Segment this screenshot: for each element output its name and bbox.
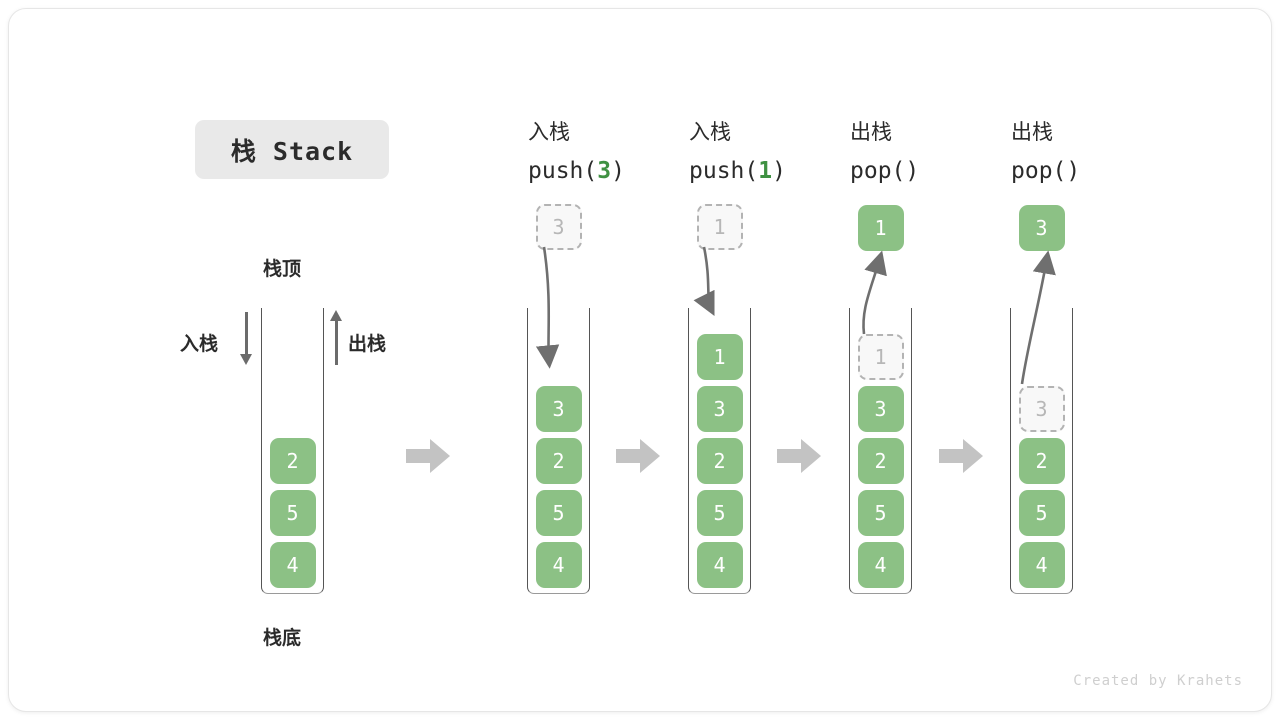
transition-arrows [535, 246, 1056, 385]
step-arrow-3 [775, 436, 823, 476]
stack-cell: 3 [857, 386, 904, 432]
stack-container-1 [527, 308, 590, 594]
cell-value: 2 [874, 449, 887, 473]
column-op-cn: 出栈 [1011, 121, 1053, 144]
column-op-cn: 入栈 [528, 121, 570, 144]
main-stack-cell: 2 [269, 438, 316, 484]
code-suffix: ) [905, 158, 920, 184]
cell-value: 4 [874, 553, 887, 577]
main-stack-container [261, 308, 324, 594]
cell-value: 5 [1035, 501, 1048, 525]
stack-cell: 5 [696, 490, 743, 536]
stack-cell: 4 [857, 542, 904, 588]
cell-value: 5 [552, 501, 565, 525]
code-prefix: pop( [1011, 158, 1067, 184]
cell-value: 1 [713, 345, 726, 369]
pop-arrow-shaft [335, 321, 338, 365]
stack-cell: 5 [535, 490, 582, 536]
code-argument: 1 [758, 158, 773, 184]
main-stack-cell: 5 [269, 490, 316, 536]
stack-cell: 1 [857, 334, 904, 380]
cell-value: 1 [874, 216, 887, 240]
cell-value: 4 [552, 553, 565, 577]
stack-container-3 [849, 308, 912, 594]
step-arrow-1 [404, 436, 452, 476]
stack-cell: 4 [535, 542, 582, 588]
push-arrow-shaft [245, 312, 248, 356]
column-op-code: push(3) [528, 152, 625, 190]
cell-value: 3 [713, 397, 726, 421]
stack-container-2 [688, 308, 751, 594]
stack-cell: 3 [1018, 386, 1065, 432]
stack-cell: 5 [857, 490, 904, 536]
credit-footer: Created by Krahets [1073, 673, 1243, 689]
cell-value: 1 [713, 215, 726, 239]
cell-value: 3 [552, 215, 565, 239]
stack-cell: 5 [1018, 490, 1065, 536]
step-arrow-2 [614, 436, 662, 476]
code-suffix: ) [772, 158, 786, 184]
pop-direction-label: 出栈 [348, 334, 387, 355]
cell-value: 4 [713, 553, 726, 577]
column-op-cn: 入栈 [689, 121, 731, 144]
floating-cell-4: 3 [1018, 205, 1065, 251]
pop-arrow-icon [330, 310, 342, 321]
floating-cell-1: 3 [535, 204, 582, 250]
column-op-cn: 出栈 [850, 121, 892, 144]
cell-value: 3 [552, 397, 565, 421]
diagram-title: 栈 Stack [195, 120, 389, 179]
column-op-code: pop() [850, 152, 919, 190]
stack-cell: 4 [1018, 542, 1065, 588]
push-direction-label: 入栈 [180, 334, 219, 355]
column-header-4: 出栈 pop() [1011, 114, 1080, 190]
cell-value: 3 [874, 397, 887, 421]
cell-value: 5 [286, 501, 299, 525]
cell-value: 2 [713, 449, 726, 473]
stack-cell: 2 [696, 438, 743, 484]
code-suffix: ) [611, 158, 625, 184]
code-prefix: pop( [850, 158, 906, 184]
stack-cell: 4 [696, 542, 743, 588]
column-op-code: pop() [1011, 152, 1080, 190]
column-header-1: 入栈 push(3) [528, 114, 625, 190]
stack-cell: 3 [535, 386, 582, 432]
cell-value: 2 [552, 449, 565, 473]
column-header-2: 入栈 push(1) [689, 114, 786, 190]
stack-cell: 2 [1018, 438, 1065, 484]
cell-value: 5 [874, 501, 887, 525]
stack-cell: 2 [535, 438, 582, 484]
push-arrow-icon [240, 354, 252, 365]
cell-value: 3 [1035, 397, 1048, 421]
column-header-3: 出栈 pop() [850, 114, 919, 190]
cell-value: 3 [1035, 216, 1048, 240]
push-curve-2 [693, 246, 715, 316]
cell-value: 1 [874, 345, 887, 369]
cell-value: 4 [286, 553, 299, 577]
code-prefix: push( [528, 158, 598, 184]
code-argument: 3 [597, 158, 612, 184]
cell-value: 2 [1035, 449, 1048, 473]
floating-cell-2: 1 [696, 204, 743, 250]
stack-cell: 3 [696, 386, 743, 432]
stack-bottom-label: 栈底 [263, 628, 302, 649]
stack-top-label: 栈顶 [263, 259, 302, 280]
stack-cell: 2 [857, 438, 904, 484]
cell-value: 4 [1035, 553, 1048, 577]
code-suffix: ) [1066, 158, 1081, 184]
stack-cell: 1 [696, 334, 743, 380]
column-op-code: push(1) [689, 152, 786, 190]
cell-value: 2 [286, 449, 299, 473]
step-arrow-4 [937, 436, 985, 476]
code-prefix: push( [689, 158, 759, 184]
cell-value: 5 [713, 501, 726, 525]
stack-container-4 [1010, 308, 1073, 594]
main-stack-cell: 4 [269, 542, 316, 588]
floating-cell-3: 1 [857, 205, 904, 251]
